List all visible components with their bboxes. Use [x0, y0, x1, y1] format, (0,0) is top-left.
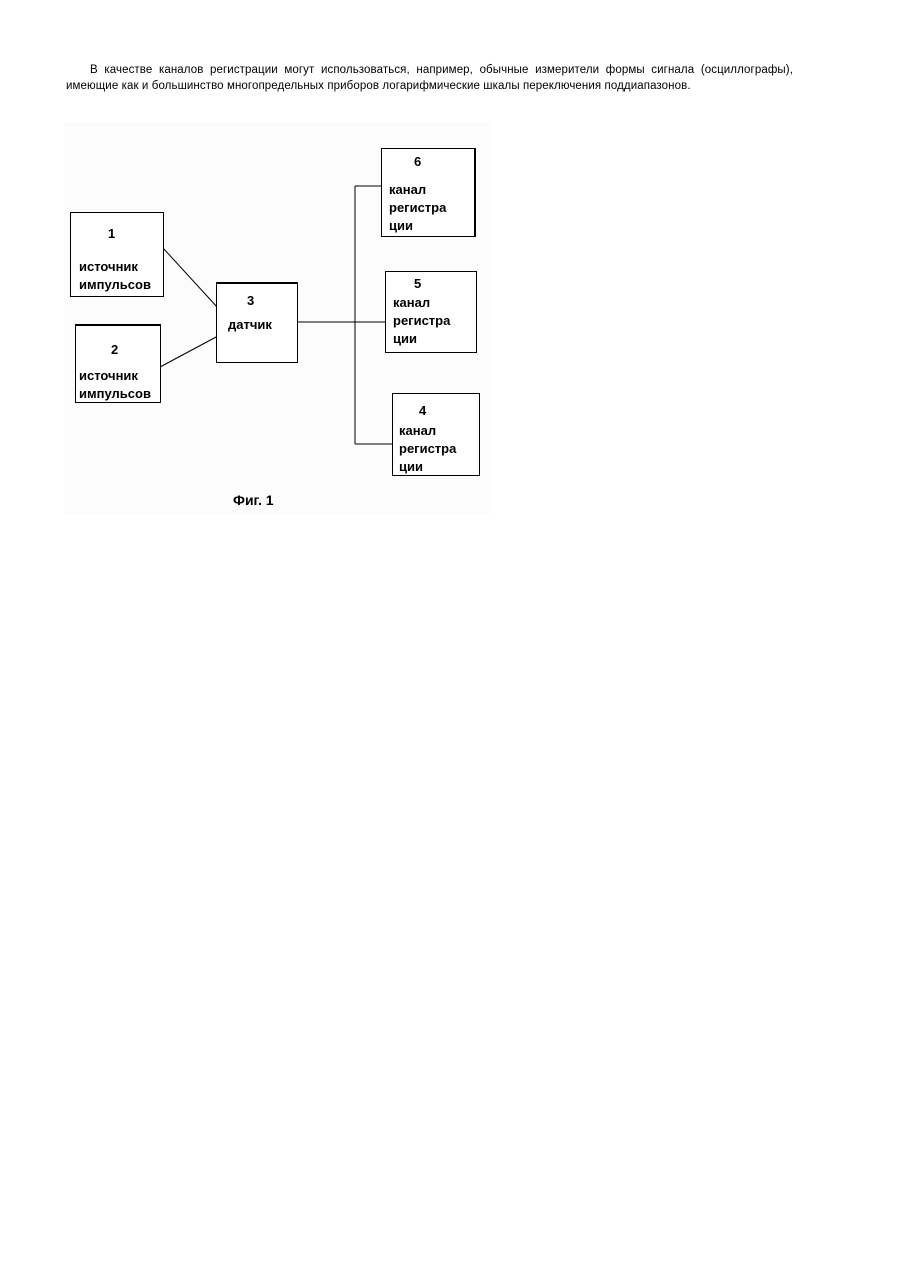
block-label: канал регистра ции [389, 181, 446, 235]
block-source-2: 2 источник импульсов [75, 324, 161, 403]
block-source-1: 1 источник импульсов [70, 212, 164, 297]
block-channel-4: 4 канал регистра ции [392, 393, 480, 476]
block-channel-6: 6 канал регистра ции [381, 148, 476, 237]
block-number: 6 [414, 154, 421, 169]
block-sensor-3: 3 датчик [216, 282, 298, 363]
wire-source1-sensor [163, 248, 218, 308]
block-number: 5 [414, 276, 421, 291]
block-number: 2 [111, 342, 118, 357]
block-label: канал регистра ции [393, 294, 450, 348]
figure-caption: Фиг. 1 [233, 492, 274, 508]
block-number: 3 [247, 293, 254, 308]
wire-source2-sensor [160, 336, 218, 367]
block-label: датчик [228, 316, 272, 334]
block-number: 1 [108, 226, 115, 241]
block-channel-5: 5 канал регистра ции [385, 271, 477, 353]
block-label: источник импульсов [79, 367, 151, 403]
block-label: источник импульсов [79, 258, 151, 294]
block-label: канал регистра ции [399, 422, 456, 476]
block-number: 4 [419, 403, 426, 418]
